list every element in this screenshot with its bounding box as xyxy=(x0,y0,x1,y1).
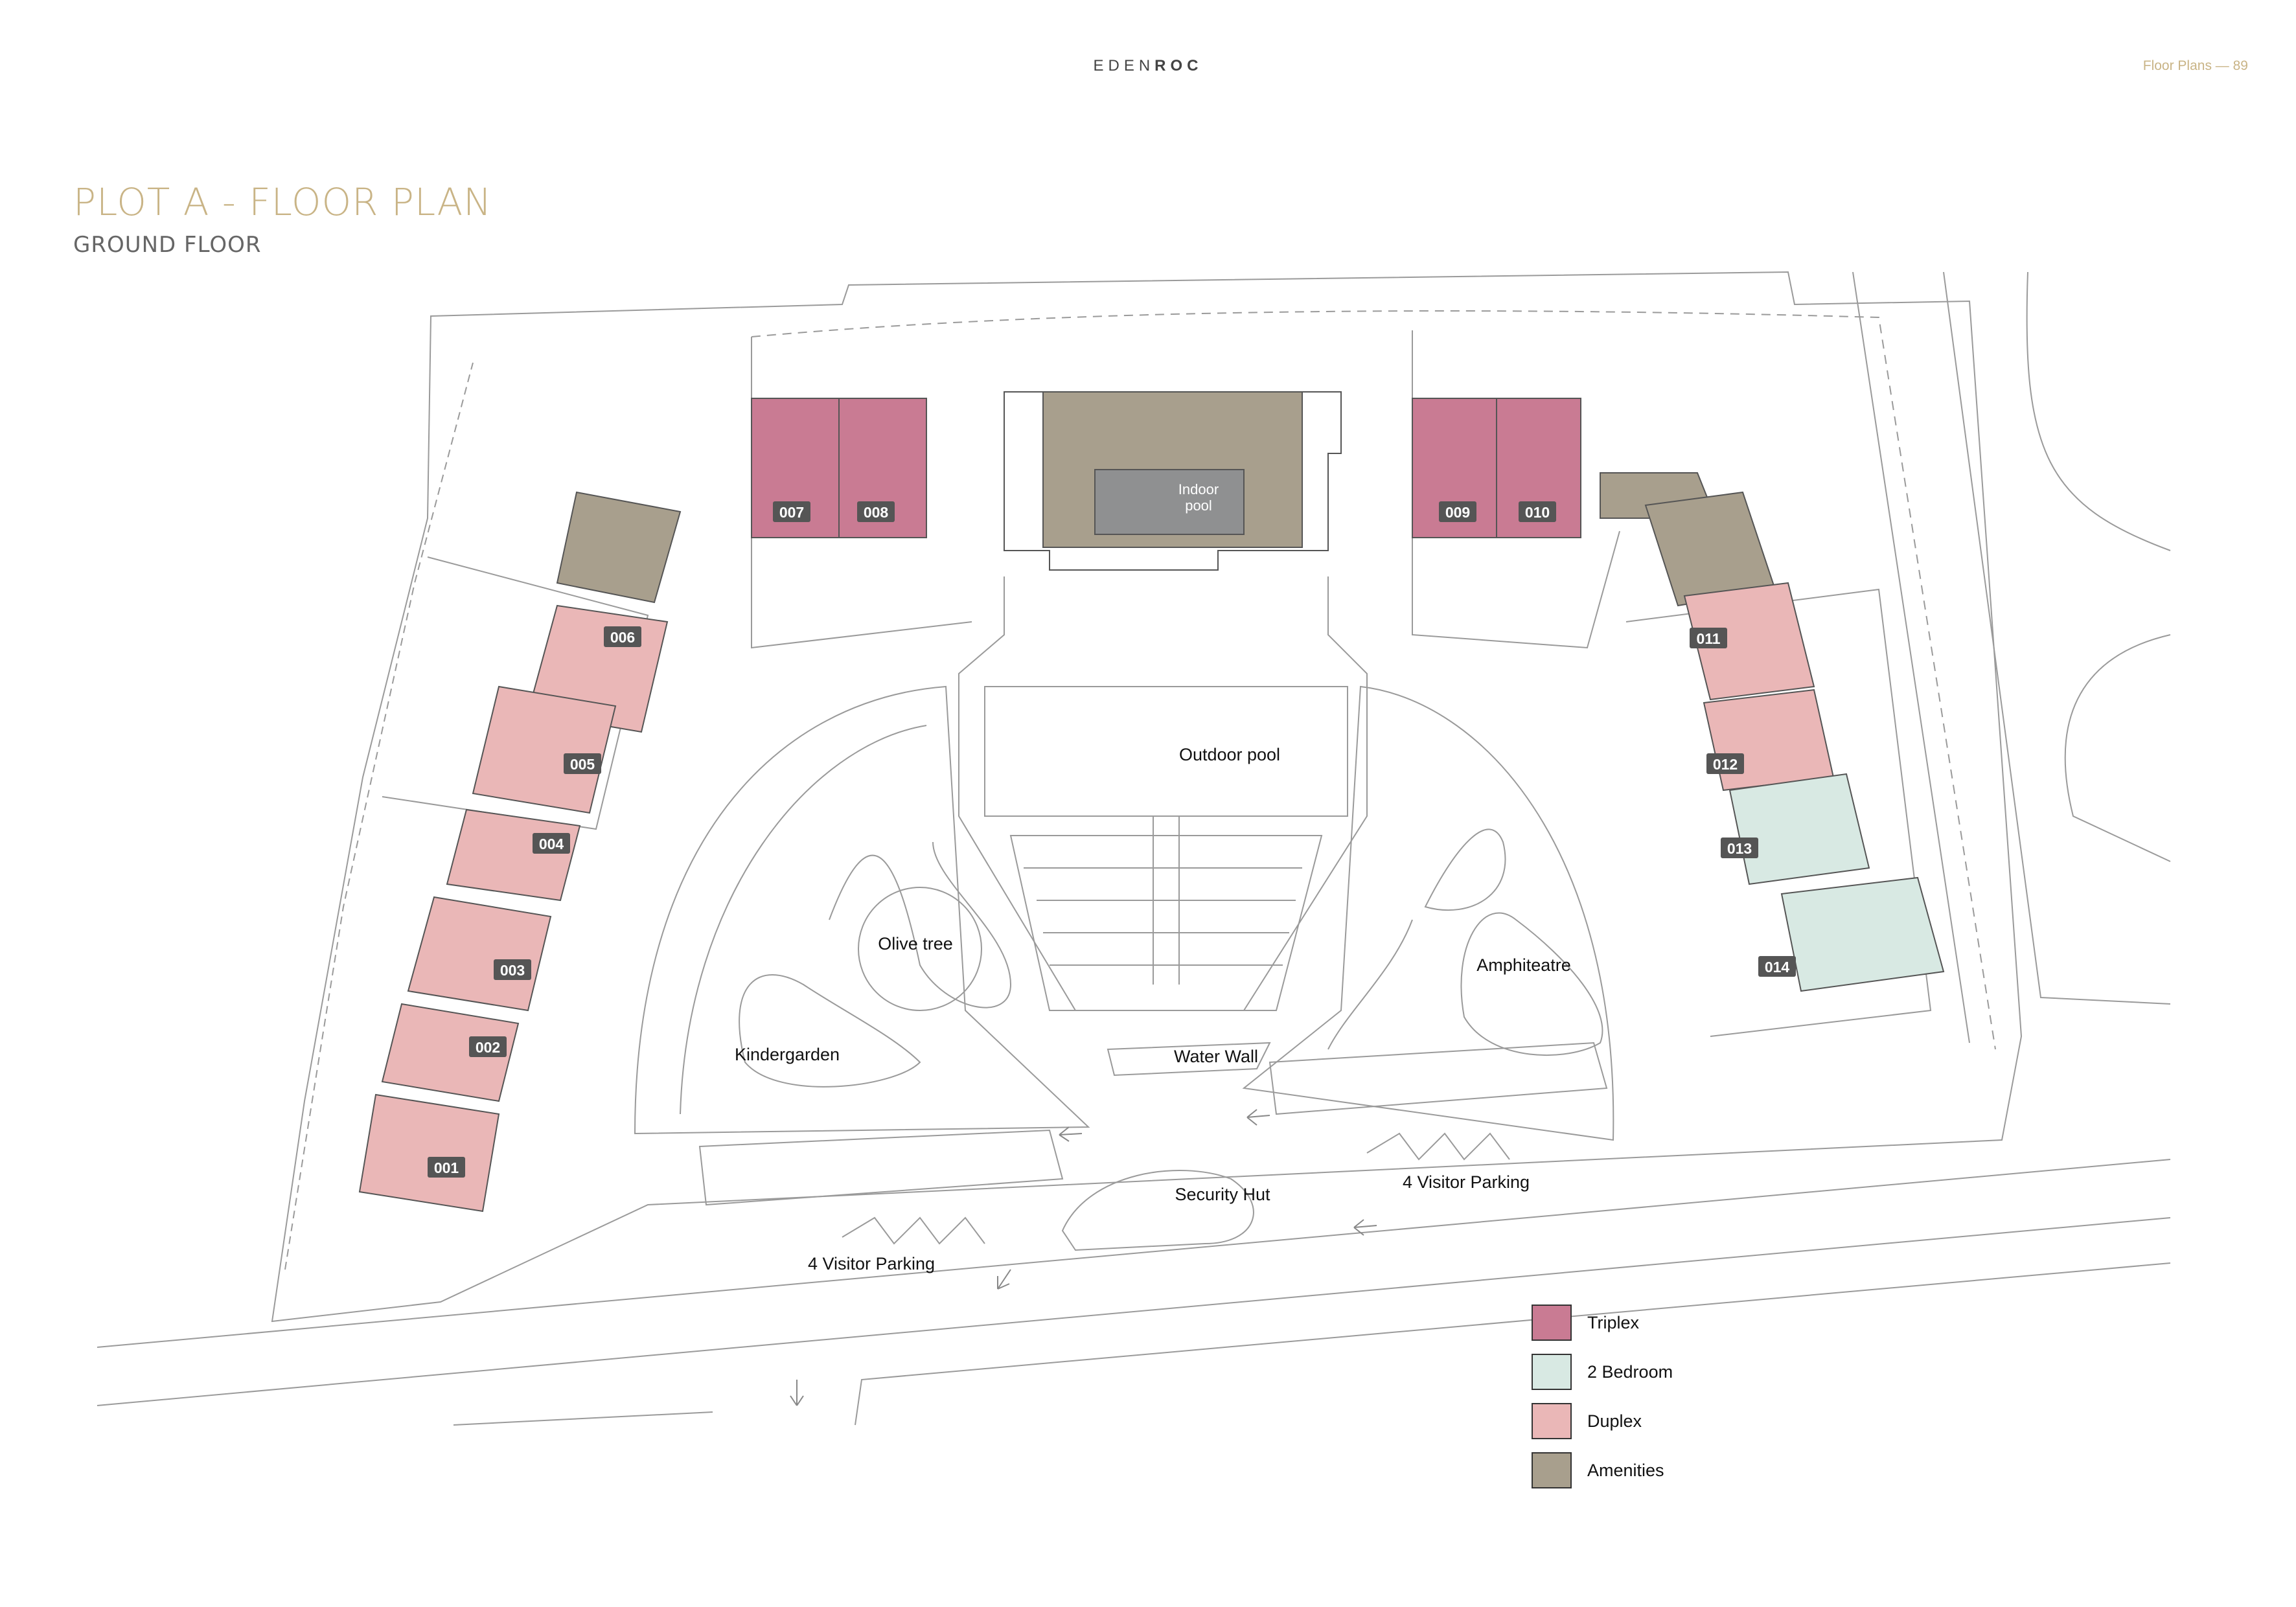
kindergarden-label: Kindergarden xyxy=(735,1045,840,1064)
arrow-icon xyxy=(1246,1109,1270,1126)
legend-label-triplex: Triplex xyxy=(1587,1312,1640,1332)
unit-004-block xyxy=(446,808,581,902)
legend-label-duplex: Duplex xyxy=(1587,1411,1642,1431)
indoor-pool-label-line2: pool xyxy=(1185,497,1212,514)
page-title: PLOT A - FLOOR PLAN xyxy=(73,180,492,224)
unit-001-block xyxy=(358,1093,500,1213)
arrow-icon xyxy=(1059,1126,1083,1142)
unit-007-label: 007 xyxy=(779,504,804,521)
unit-003-block xyxy=(407,896,552,1012)
unit-005-label: 005 xyxy=(570,756,595,773)
legend-swatch-duplex xyxy=(1532,1403,1572,1439)
legend-swatch-amenities xyxy=(1532,1452,1572,1488)
unit-008-label: 008 xyxy=(864,504,889,521)
page-subtitle: GROUND FLOOR xyxy=(73,232,262,258)
legend-swatch-2-bedroom xyxy=(1532,1354,1572,1390)
central-amenities xyxy=(1004,391,1342,571)
place-labels: Indoor pool Outdoor pool Olive tree Amph… xyxy=(735,481,1571,1273)
unit-014-block xyxy=(1780,876,1945,992)
security-hut-label: Security Hut xyxy=(1175,1185,1270,1204)
arrow-icon xyxy=(790,1380,804,1406)
indoor-pool xyxy=(1094,469,1245,535)
legend-swatch-triplex xyxy=(1532,1305,1572,1341)
amphiteatre-label: Amphiteatre xyxy=(1476,955,1571,975)
brand-light: EDEN xyxy=(1093,57,1155,74)
legend: Triplex 2 Bedroom Duplex Amenities xyxy=(1532,1298,1673,1495)
legend-label-amenities: Amenities xyxy=(1587,1460,1664,1480)
unit-011-block xyxy=(1683,582,1815,701)
unit-003-label: 003 xyxy=(500,962,525,979)
indoor-pool-label-line1: Indoor xyxy=(1178,481,1219,497)
unit-013-block xyxy=(1728,773,1870,885)
legend-item-duplex: Duplex xyxy=(1532,1396,1673,1446)
unit-005-block xyxy=(472,685,617,814)
right-wing xyxy=(1600,472,1945,992)
legend-item-amenities: Amenities xyxy=(1532,1446,1673,1495)
unit-006-label: 006 xyxy=(610,629,635,646)
unit-001-label: 001 xyxy=(434,1159,459,1176)
olive-tree-label: Olive tree xyxy=(878,934,953,953)
unit-004-label: 004 xyxy=(539,836,564,852)
unit-002-block xyxy=(381,1003,520,1102)
brand-logo: EDENROC xyxy=(1093,57,1202,75)
amenity-left xyxy=(556,491,682,604)
legend-item-2-bedroom: 2 Bedroom xyxy=(1532,1347,1673,1396)
unit-010-label: 010 xyxy=(1525,504,1550,521)
unit-013-label: 013 xyxy=(1727,840,1752,857)
visitor-parking-left-label: 4 Visitor Parking xyxy=(808,1254,935,1273)
site-outline xyxy=(97,271,2171,1426)
visitor-parking-right-label: 4 Visitor Parking xyxy=(1403,1172,1530,1192)
arrow-icon xyxy=(1353,1219,1377,1236)
unit-011-label: 011 xyxy=(1696,630,1720,647)
unit-012-label: 012 xyxy=(1713,756,1738,773)
direction-arrows xyxy=(790,1109,1377,1406)
outdoor-pool-label: Outdoor pool xyxy=(1179,745,1280,764)
unit-009-label: 009 xyxy=(1445,504,1470,521)
unit-014-label: 014 xyxy=(1765,959,1790,975)
legend-label-2-bedroom: 2 Bedroom xyxy=(1587,1362,1673,1382)
page-reference: Floor Plans — 89 xyxy=(2142,58,2248,73)
water-wall-label: Water Wall xyxy=(1174,1047,1258,1066)
legend-item-triplex: Triplex xyxy=(1532,1298,1673,1347)
brand-bold: ROC xyxy=(1154,57,1203,74)
unit-012-block xyxy=(1703,689,1835,792)
unit-labels: 006 005 004 003 002 001 007 008 009 010 … xyxy=(428,501,1796,1178)
unit-002-label: 002 xyxy=(476,1039,500,1056)
arrow-icon xyxy=(997,1269,1011,1290)
